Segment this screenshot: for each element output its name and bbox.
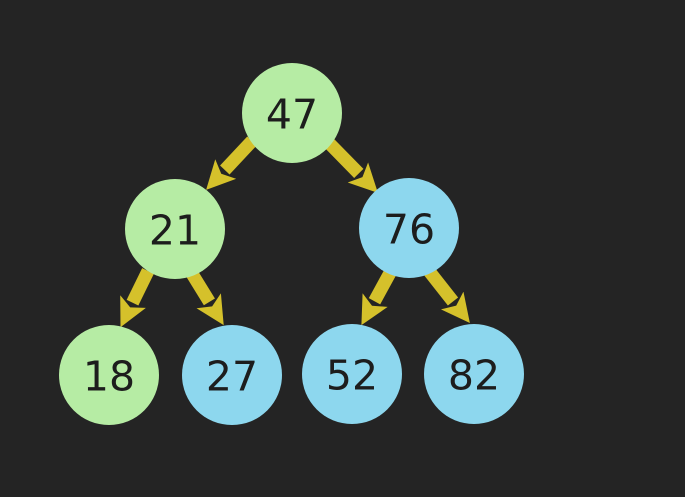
tree-node-21: 21	[125, 179, 225, 279]
tree-node-52: 52	[302, 324, 402, 424]
edge-arrow-76-to-52	[361, 267, 397, 326]
tree-node-27: 27	[182, 325, 282, 425]
edge-arrow-47-to-21	[206, 136, 257, 190]
edge-arrow-76-to-82	[423, 266, 470, 323]
node-circle-76	[359, 178, 459, 278]
edge-arrow-21-to-18	[120, 268, 154, 328]
nodes-layer: 47 21 76 18 27 52 82	[59, 63, 524, 425]
edges-layer	[120, 136, 470, 328]
node-circle-82	[424, 324, 524, 424]
node-value-76: 76	[383, 206, 435, 254]
tree-node-18: 18	[59, 325, 159, 425]
node-circle-52	[302, 324, 402, 424]
node-value-18: 18	[83, 353, 135, 401]
node-value-47: 47	[266, 91, 318, 139]
node-circle-27	[182, 325, 282, 425]
node-value-27: 27	[206, 353, 258, 401]
node-circle-21	[125, 179, 225, 279]
tree-node-82: 82	[424, 324, 524, 424]
node-value-82: 82	[448, 352, 500, 400]
node-circle-18	[59, 325, 159, 425]
edge-arrow-47-to-76	[323, 137, 378, 193]
node-circle-47	[242, 63, 342, 163]
edge-arrow-21-to-27	[185, 268, 224, 326]
tree-node-47: 47	[242, 63, 342, 163]
tree-node-76: 76	[359, 178, 459, 278]
node-value-21: 21	[149, 207, 201, 255]
node-value-52: 52	[326, 352, 378, 400]
